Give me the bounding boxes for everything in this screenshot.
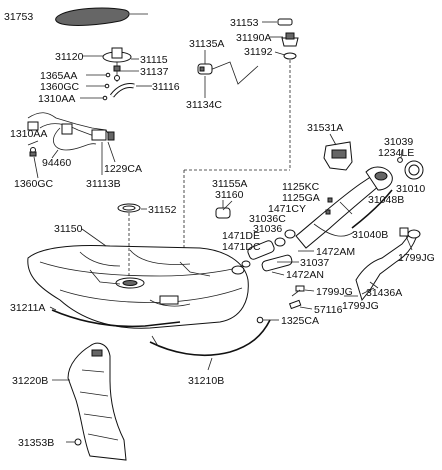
label-1471DE: 1471DE (222, 230, 260, 242)
label-31135A: 31135A (189, 38, 224, 50)
label-31113B: 31113B (86, 178, 121, 190)
fuel-tank-31150 (27, 245, 249, 329)
label-1799JG-mid: 1799JG (316, 286, 353, 298)
label-31120: 31120 (55, 51, 84, 63)
label-31010: 31010 (396, 183, 425, 195)
label-1799JG-right: 1799JG (398, 252, 435, 264)
hose-31037 (261, 254, 293, 272)
label-1471CY: 1471CY (268, 203, 306, 215)
label-1360GC-mid: 1360GC (14, 178, 54, 190)
clamp-31036C (274, 237, 286, 247)
label-94460: 94460 (42, 157, 71, 169)
label-31531A: 31531A (307, 122, 343, 134)
label-57116: 57116 (314, 304, 343, 316)
clamp-1471CY (284, 229, 296, 239)
label-31220B: 31220B (12, 375, 48, 387)
fuel-sender-unit (102, 47, 132, 82)
label-1471DC: 1471DC (222, 241, 261, 253)
label-31152: 31152 (148, 204, 177, 216)
vent-grommet-31192 (283, 52, 297, 60)
label-31039: 31039 (384, 136, 413, 148)
filler-neck-head (365, 166, 393, 191)
vent-hose-31160 (215, 200, 231, 219)
label-1310AA-top: 1310AA (38, 93, 75, 105)
bracket-31531A (323, 141, 353, 171)
bracket-31436A (355, 229, 421, 302)
tank-strap-rear (149, 319, 271, 357)
label-1125GA: 1125GA (282, 192, 320, 204)
label-31155A: 31155A (212, 178, 247, 190)
label-31037: 31037 (300, 257, 329, 269)
label-31190A: 31190A (236, 32, 271, 44)
bolts-1125KC (325, 197, 333, 215)
filler-hose-31036 (231, 240, 275, 275)
tank-strap-front (51, 309, 181, 328)
bolt-31353B (70, 438, 82, 446)
label-1310AA-mid: 1310AA (10, 128, 47, 140)
tank-cover-plate (55, 7, 130, 26)
label-1472AM: 1472AM (316, 246, 355, 258)
label-31115: 31115 (140, 54, 168, 66)
clip-57116 (288, 299, 302, 310)
label-1365AA: 1365AA (40, 70, 77, 82)
vent-valve-31153 (277, 18, 293, 26)
sender-ring-31152 (117, 203, 141, 213)
label-31153: 31153 (230, 17, 259, 29)
label-31036C: 31036C (249, 213, 286, 225)
check-valve-31134C (197, 63, 213, 75)
label-31036: 31036 (253, 223, 282, 235)
label-31116: 31116 (152, 81, 180, 93)
label-1472AN: 1472AN (286, 269, 324, 281)
label-31353B: 31353B (18, 437, 54, 449)
label-1360GC-top: 1360GC (40, 81, 80, 93)
bolt-1325CA (256, 316, 264, 324)
label-31210B: 31210B (188, 375, 224, 387)
label-31150: 31150 (54, 223, 83, 235)
label-1234LE: 1234LE (378, 147, 414, 159)
label-31192: 31192 (244, 46, 273, 58)
heat-shield-31220B (67, 342, 127, 461)
wiring-harness (27, 112, 115, 157)
label-31436A: 31436A (366, 287, 402, 299)
label-31753: 31753 (4, 11, 33, 23)
label-31040B: 31040B (352, 229, 388, 241)
label-1125KC: 1125KC (282, 181, 320, 193)
tether-1234LE (397, 157, 403, 163)
label-31134C: 31134C (186, 99, 222, 111)
label-1325CA: 1325CA (281, 315, 319, 327)
label-1799JG-bottom: 1799JG (342, 300, 379, 312)
label-31160: 31160 (215, 189, 244, 201)
label-31137: 31137 (140, 66, 169, 78)
vent-cap-31190A (281, 32, 299, 47)
clip-1799JG-right (399, 227, 409, 237)
fuel-cap-31010 (404, 160, 424, 180)
label-31211A: 31211A (10, 302, 45, 314)
label-31048B: 31048B (368, 194, 404, 206)
clip-1799JG-mid (291, 285, 305, 297)
label-1229CA: 1229CA (104, 163, 142, 175)
